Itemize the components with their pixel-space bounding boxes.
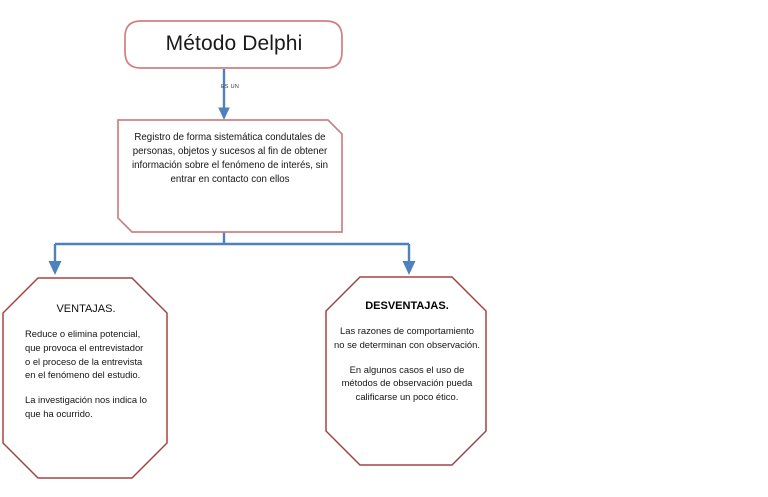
node-ventajas-body: Reduce o elimina potencial, que provoca … — [25, 327, 147, 421]
node-desventajas-title: DESVENTAJAS. — [365, 300, 449, 312]
node-definition-label: Registro de forma sistemática condutales… — [131, 132, 328, 186]
paragraph: En algunos casos el uso de métodos de ob… — [341, 363, 473, 403]
node-ventajas-title: VENTAJAS. — [56, 303, 116, 315]
paragraph: La investigación nos indica lo que ha oc… — [25, 394, 147, 420]
paragraph: Reduce o elimina potencial, que provoca … — [25, 328, 144, 381]
connector-root-to-definition — [218, 69, 230, 120]
edge-label-es-un: ES UN — [220, 84, 240, 90]
node-desventajas-body: Las razones de comportamiento no se dete… — [334, 324, 480, 404]
connector-definition-to-branches — [48, 232, 416, 275]
paragraph: Las razones de comportamiento no se dete… — [334, 325, 480, 350]
node-root-label: Método Delphi — [165, 32, 303, 55]
